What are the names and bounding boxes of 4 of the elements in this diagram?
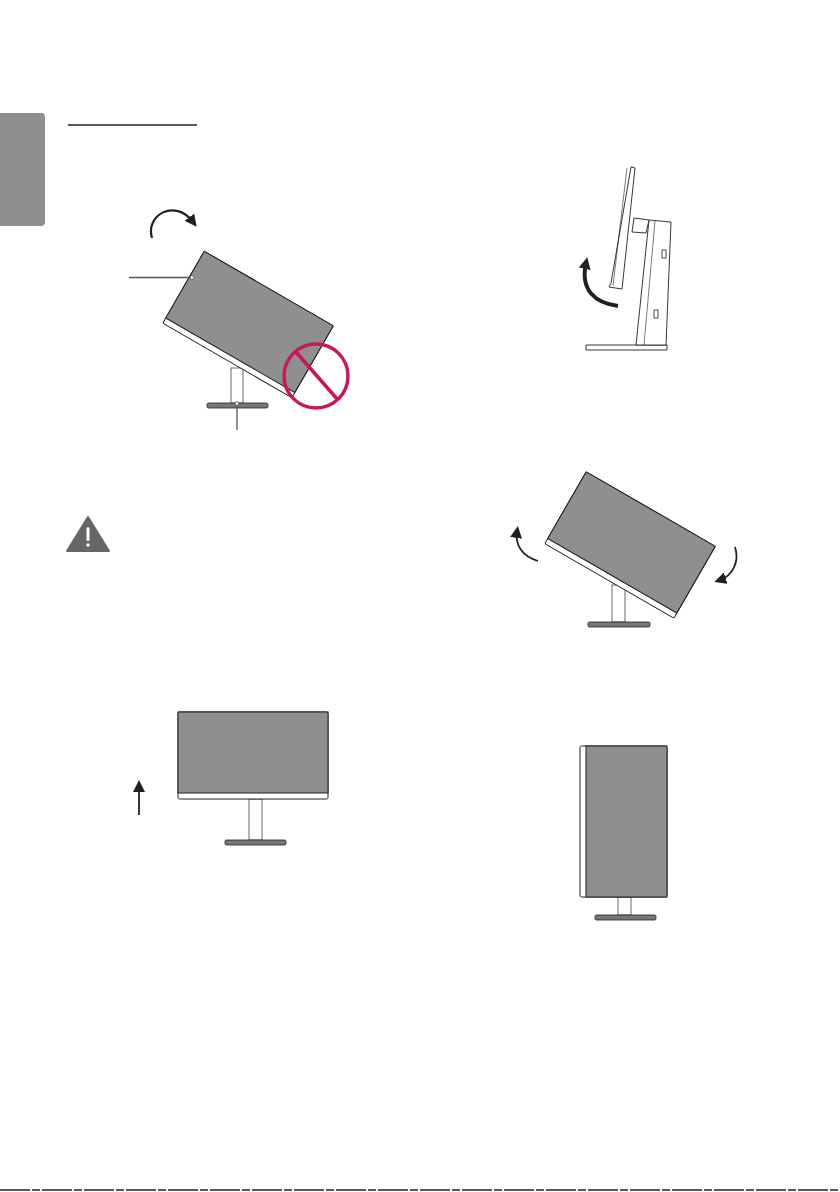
leader-line bbox=[234, 401, 240, 431]
leader-line bbox=[128, 275, 195, 280]
side-tab bbox=[0, 113, 45, 226]
stand-base bbox=[206, 402, 269, 409]
